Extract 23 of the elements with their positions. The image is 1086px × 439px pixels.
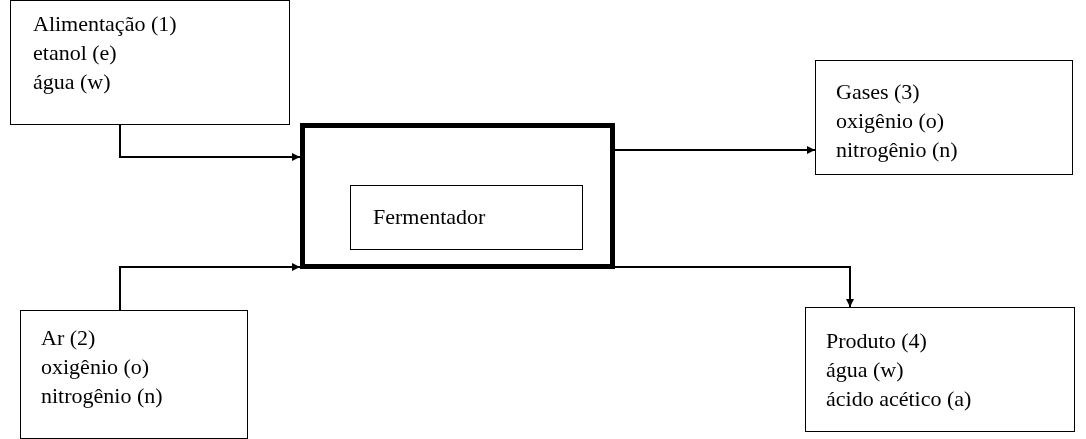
arrow — [614, 146, 816, 154]
stream-box — [350, 185, 583, 250]
stream-label: nitrogênio (n) — [41, 382, 164, 410]
stream-box — [815, 60, 1073, 175]
arrow — [119, 263, 301, 311]
arrow — [614, 266, 854, 308]
stream-label: etanol (e) — [33, 39, 118, 67]
stream-label: Produto (4) — [826, 327, 928, 355]
arrow — [119, 124, 301, 161]
stream-label: ácido acético (a) — [826, 385, 973, 413]
fermenter-box — [300, 123, 615, 269]
stream-label: Alimentação (1) — [33, 10, 178, 38]
stream-label: Gases (3) — [836, 78, 921, 106]
stream-label: Ar (2) — [41, 324, 97, 352]
stream-label: nitrogênio (n) — [836, 136, 959, 164]
stream-box — [10, 0, 290, 125]
stream-box — [805, 307, 1075, 432]
stream-label: oxigênio (o) — [41, 353, 151, 381]
stream-label: Fermentador — [373, 203, 487, 231]
stream-label: água (w) — [826, 356, 905, 384]
stream-label: água (w) — [33, 68, 112, 96]
stream-box — [20, 310, 248, 439]
stream-label: oxigênio (o) — [836, 107, 946, 135]
